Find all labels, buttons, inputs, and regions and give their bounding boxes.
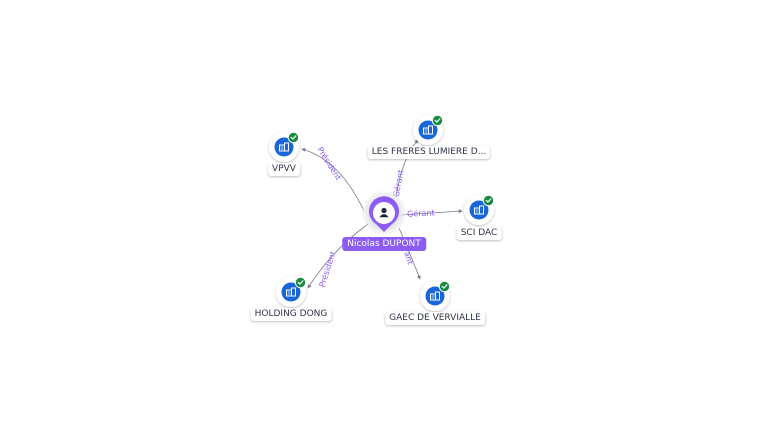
building-icon [279,142,289,152]
building-icon [430,291,440,301]
company-node-vpvv[interactable] [269,131,300,162]
nodes [269,114,495,311]
edge-label-holding: Président [317,250,338,289]
verified-check-icon [431,114,444,127]
verified-check-icon [482,194,495,207]
company-node-holding[interactable] [276,276,307,307]
company-label-gaec[interactable]: GAEC DE VERVIALLE [385,312,485,325]
company-node-gaec[interactable] [420,280,451,311]
company-label-vpvv[interactable]: VPVV [268,163,300,176]
center-person-label[interactable]: Nicolas DUPONT [342,237,426,251]
edge-label-freres: Gérant [391,169,406,198]
building-icon [474,205,484,215]
company-node-scidac[interactable] [464,194,495,225]
edge-scidac [400,209,463,216]
edge-label-scidac: Gérant [407,207,435,218]
edge-vpvv [301,148,365,212]
edge-gaec [398,227,421,280]
building-icon [286,287,296,297]
company-node-freres[interactable] [413,114,444,145]
edge-freres [395,139,419,198]
company-label-holding[interactable]: HOLDING DONG [250,308,332,321]
center-person-node[interactable] [362,191,406,235]
edge-label-vpvv: Président [315,145,343,182]
verified-check-icon [287,131,300,144]
company-label-scidac[interactable]: SCI DAC [456,227,502,240]
user-icon [379,207,389,218]
company-label-freres[interactable]: LES FRERES LUMIERE D... [367,146,491,159]
building-icon [423,125,433,135]
verified-check-icon [438,280,451,293]
edge-holding [307,223,369,289]
verified-check-icon [294,276,307,289]
